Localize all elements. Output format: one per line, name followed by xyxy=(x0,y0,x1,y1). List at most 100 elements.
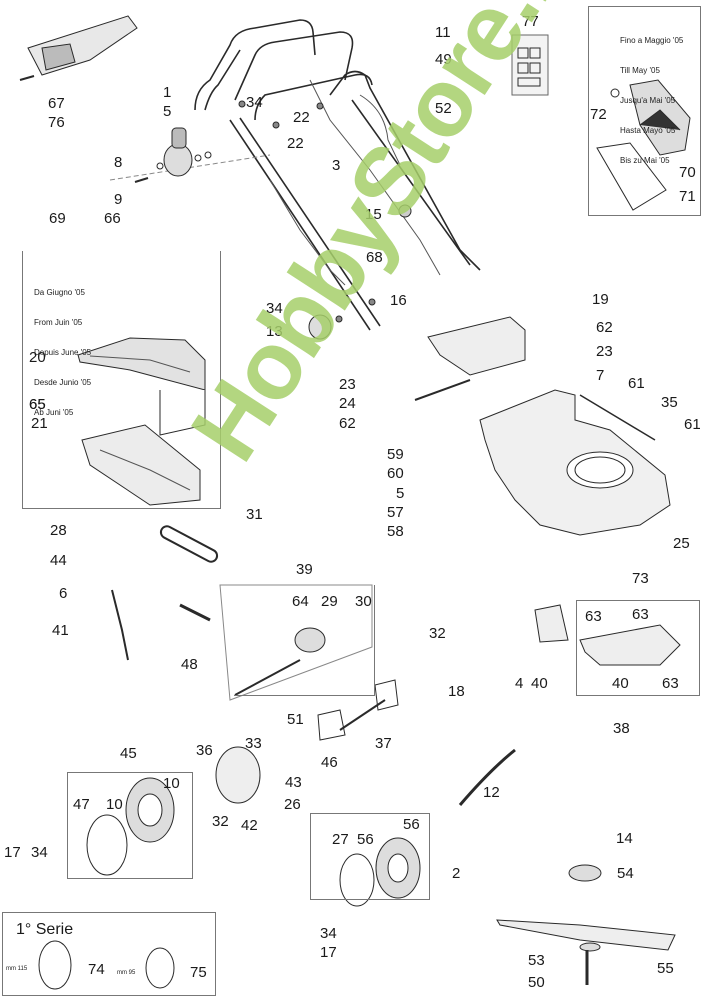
part-label: 6 xyxy=(59,585,68,602)
flap-part xyxy=(579,624,681,666)
part-label: 63 xyxy=(632,606,649,623)
part-label: 34 xyxy=(320,925,337,942)
part-label: 3 xyxy=(332,157,341,174)
part-label: 21 xyxy=(31,415,48,432)
part-label: 17 xyxy=(4,844,21,861)
part-label: 23 xyxy=(596,343,613,360)
note-line: Ab Juni '05 xyxy=(34,408,74,417)
first-series-box xyxy=(2,912,216,996)
part-label: 50 xyxy=(528,974,545,991)
part-label: 40 xyxy=(612,675,629,692)
gearbox-drawing xyxy=(219,584,373,701)
note-line: Fino a Maggio '05 xyxy=(620,36,684,45)
note-line: Till May '05 xyxy=(620,66,660,75)
deck-drawing xyxy=(479,389,671,536)
part-label: 32 xyxy=(429,625,446,642)
part-label: 44 xyxy=(50,552,67,569)
belt-part xyxy=(159,525,219,563)
part-label: 47 xyxy=(73,796,90,813)
part-label: 68 xyxy=(366,249,383,266)
part-label: 27 xyxy=(332,831,349,848)
part-label: 25 xyxy=(673,535,690,552)
chute-part xyxy=(427,316,526,376)
part-label: 34 xyxy=(31,844,48,861)
part-label: 76 xyxy=(48,114,65,131)
part-label: 28 xyxy=(50,522,67,539)
part-label: 11 xyxy=(435,24,451,41)
part-label: 56 xyxy=(357,831,374,848)
note-from-june-05: Da Giugno '05 From Juin '05 Depuis June … xyxy=(34,268,91,438)
part-label: 13 xyxy=(266,323,283,340)
part-label: 41 xyxy=(52,622,69,639)
part-label: 61 xyxy=(684,416,701,433)
part-label: 16 xyxy=(390,292,407,309)
part-label: 62 xyxy=(596,319,613,336)
part-label: 24 xyxy=(339,395,356,412)
part-label: 69 xyxy=(49,210,66,227)
part-label: 57 xyxy=(387,504,404,521)
handle-cover-part xyxy=(19,15,138,81)
part-label: 60 xyxy=(387,465,404,482)
part-label: 17 xyxy=(320,944,337,961)
part-label: 46 xyxy=(321,754,338,771)
part-label: 40 xyxy=(531,675,548,692)
part-label: 63 xyxy=(662,675,679,692)
part-label: 43 xyxy=(285,774,302,791)
part-label: 62 xyxy=(339,415,356,432)
part-label: 77 xyxy=(522,13,539,30)
grass-bag-old-box xyxy=(588,6,701,216)
part-label: 52 xyxy=(435,100,452,117)
part-label: 5 xyxy=(396,485,405,502)
lever-41-part xyxy=(111,589,129,661)
part-label: 18 xyxy=(448,683,465,700)
blade-hub-part xyxy=(568,864,602,882)
part-label: 32 xyxy=(212,813,229,830)
part-label: 65 xyxy=(29,396,46,413)
part-label: 66 xyxy=(104,210,121,227)
part-label: 22 xyxy=(287,135,304,152)
rear-wheel-drawing xyxy=(86,746,261,876)
note-line: Bis zu Mai '05 xyxy=(620,156,670,165)
part-label: 9 xyxy=(114,191,123,208)
grass-bag-new-drawing xyxy=(77,337,206,506)
part-label: 20 xyxy=(29,349,46,366)
blade-part xyxy=(496,919,676,951)
part-label: 49 xyxy=(435,51,452,68)
part-label: 74 xyxy=(88,961,105,978)
part-label: 53 xyxy=(528,952,545,969)
part-label: 39 xyxy=(296,561,313,578)
part-label: 70 xyxy=(679,164,696,181)
part-label: 42 xyxy=(241,817,258,834)
part-label: 37 xyxy=(375,735,392,752)
part-label: 58 xyxy=(387,523,404,540)
part-label: 71 xyxy=(679,188,696,205)
part-label: 23 xyxy=(339,376,356,393)
part-label: 4 xyxy=(515,675,524,692)
note-line: Desde Junio '05 xyxy=(34,378,92,387)
part-label: 63 xyxy=(585,608,602,625)
part-label: 19 xyxy=(592,291,609,308)
part-label: 65 xyxy=(29,396,46,413)
part-label: 34 xyxy=(246,94,263,111)
part-label: 31 xyxy=(246,506,263,523)
mulch-plug-part xyxy=(534,604,569,643)
cable-12-part xyxy=(458,748,516,806)
part-label: 8 xyxy=(114,154,123,171)
rod-part xyxy=(414,379,471,401)
part-label: 34 xyxy=(266,300,283,317)
part-label: 2 xyxy=(452,865,461,882)
part-label: 10 xyxy=(106,796,123,813)
part-label: 72 xyxy=(590,106,607,123)
part-label: 54 xyxy=(617,865,634,882)
part-label: 55 xyxy=(657,960,674,977)
part-label: 15 xyxy=(365,206,382,223)
first-series-label: 1° Serie xyxy=(16,921,74,938)
part-label: 26 xyxy=(284,796,301,813)
note-line: Da Giugno '05 xyxy=(34,288,85,297)
part-label: 33 xyxy=(245,735,262,752)
part-label: 48 xyxy=(181,656,198,673)
front-wheel-kit-box xyxy=(310,813,430,900)
part-label: 45 xyxy=(120,745,137,762)
part-label: 51 xyxy=(287,711,304,728)
